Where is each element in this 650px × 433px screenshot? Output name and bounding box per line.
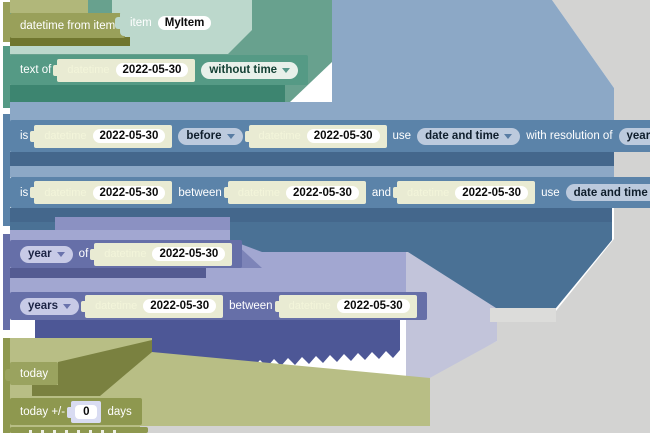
is-before-block[interactable]: is datetime 2022-05-30 before datetime 2… — [5, 120, 650, 152]
and-label: and — [371, 186, 392, 199]
days-label: days — [107, 405, 132, 418]
chevron-down-icon — [63, 303, 72, 309]
chevron-down-icon — [282, 67, 291, 73]
date-field[interactable]: 2022-05-30 — [286, 185, 359, 200]
is-label: is — [20, 186, 29, 199]
chevron-down-icon — [56, 251, 65, 257]
datetime-shadow-block[interactable]: datetime 2022-05-30 — [30, 124, 173, 148]
block-label: today — [20, 367, 49, 380]
datetime-shadow-block[interactable]: datetime 2022-05-30 — [90, 242, 233, 266]
item-input-block[interactable]: item MyItem — [114, 10, 222, 36]
before-dropdown[interactable]: before — [178, 127, 243, 145]
block-label: text of — [20, 64, 52, 76]
use-dropdown[interactable]: date and time — [565, 184, 650, 201]
datetime-label: datetime — [67, 64, 110, 76]
date-field[interactable]: 2022-05-30 — [152, 247, 226, 261]
chevron-down-icon — [226, 133, 235, 139]
date-field[interactable]: 2022-05-30 — [455, 185, 529, 200]
unit-dropdown[interactable]: year — [20, 245, 73, 263]
block-label: datetime from item — [20, 19, 116, 32]
date-field[interactable]: 2022-05-30 — [306, 129, 380, 143]
datetime-shadow-block[interactable]: datetime 2022-05-30 — [244, 124, 387, 148]
datetime-shadow-block[interactable]: datetime 2022-05-30 — [81, 294, 224, 318]
use-label: use — [541, 186, 560, 199]
between-label: between — [178, 186, 222, 199]
date-field[interactable]: 2022-05-30 — [143, 299, 217, 313]
datetime-shadow-block[interactable]: datetime 2022-05-30 — [53, 58, 196, 82]
of-label: of — [78, 248, 89, 260]
datetime-from-item-block[interactable]: datetime from item — [4, 13, 126, 38]
between-label: between — [229, 300, 273, 312]
resolution-dropdown[interactable]: years — [618, 127, 650, 145]
days-offset-field[interactable]: 0 — [75, 404, 98, 419]
is-between-block[interactable]: is datetime 2022-05-30 between datetime … — [5, 177, 650, 208]
number-shadow-block[interactable]: 0 — [67, 400, 102, 423]
cutoff-block[interactable] — [10, 427, 148, 433]
text-of-block[interactable]: text of datetime 2022-05-30 without time — [4, 55, 309, 85]
date-field[interactable]: 2022-05-30 — [92, 129, 166, 143]
cutoff-text-fragment — [20, 430, 124, 433]
chevron-down-icon — [504, 133, 513, 139]
date-field[interactable]: 2022-05-30 — [92, 185, 166, 200]
today-block[interactable]: today — [4, 362, 59, 385]
today-offset-block[interactable]: today +/- 0 days — [5, 398, 142, 425]
datetime-shadow-block[interactable]: datetime 2022-05-30 — [30, 181, 173, 204]
datetime-shadow-block[interactable]: datetime 2022-05-30 — [393, 181, 536, 204]
without-time-dropdown[interactable]: without time — [201, 61, 299, 79]
unit-dropdown[interactable]: years — [20, 297, 80, 315]
item-label: item — [130, 17, 152, 29]
is-label: is — [20, 130, 29, 142]
year-of-block[interactable]: year of datetime 2022-05-30 — [4, 240, 243, 268]
use-dropdown[interactable]: date and time — [417, 127, 521, 145]
years-between-block[interactable]: years datetime 2022-05-30 between dateti… — [5, 292, 427, 320]
date-field[interactable]: 2022-05-30 — [336, 299, 410, 313]
use-label: use — [392, 130, 412, 142]
block-label: today +/- — [20, 405, 66, 418]
item-name-field[interactable]: MyItem — [157, 16, 212, 30]
resolution-label: with resolution of — [526, 130, 613, 142]
datetime-shadow-block[interactable]: datetime 2022-05-30 — [223, 181, 366, 204]
datetime-shadow-block[interactable]: datetime 2022-05-30 — [274, 294, 417, 318]
date-field[interactable]: 2022-05-30 — [115, 63, 189, 77]
